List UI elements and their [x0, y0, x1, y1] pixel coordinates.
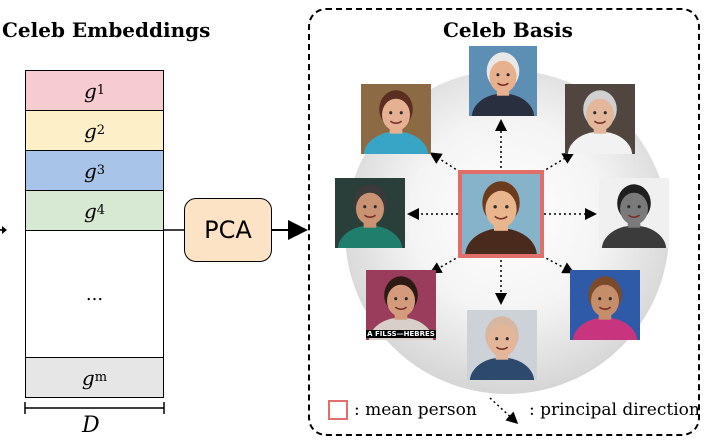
direction-arrow-down-left: [429, 255, 461, 274]
embedding-ellipsis: ...: [85, 283, 104, 305]
embedding-index: 3: [96, 163, 106, 178]
embedding-index: 1: [96, 83, 106, 98]
portrait-face: [356, 192, 384, 225]
portrait-shoulders: [465, 228, 537, 254]
face-right: [599, 178, 669, 248]
portrait-eye: [505, 337, 509, 341]
embedding-symbol: g: [83, 198, 97, 223]
portrait-mouth: [394, 306, 408, 310]
celeb-basis-panel: [308, 8, 700, 436]
embedding-index: 2: [96, 123, 106, 138]
face-mean-person: [458, 170, 544, 258]
portrait-eye: [394, 297, 398, 301]
portrait-mouth: [363, 214, 377, 218]
portrait-face: [382, 98, 410, 131]
portrait-eye: [608, 297, 612, 301]
legend-direction-arrow: [489, 397, 519, 425]
direction-arrow-up-left: [429, 152, 461, 173]
incoming-arrow-head: [2, 226, 7, 234]
portrait-face: [387, 284, 415, 317]
portrait-eye: [493, 205, 497, 209]
embedding-symbol: g: [83, 158, 97, 183]
portrait-eye: [399, 111, 403, 115]
embedding-index: m: [94, 370, 108, 385]
direction-arrow-down-right: [541, 255, 575, 274]
portrait-shoulders: [572, 317, 638, 340]
portrait-face: [591, 284, 619, 317]
embedding-symbol: g: [83, 118, 97, 143]
face-top-left: [361, 84, 431, 154]
celeb-basis-title: Celeb Basis: [443, 18, 573, 42]
principal-direction-legend-label: : principal direction: [529, 400, 700, 420]
portrait-eye: [404, 297, 408, 301]
portrait-eye: [505, 205, 509, 209]
portrait-mouth: [627, 214, 641, 218]
portrait-mouth: [598, 306, 612, 310]
portrait-face: [586, 98, 614, 131]
portrait-eye: [598, 297, 602, 301]
celeb-embeddings-title: Celeb Embeddings: [2, 18, 211, 42]
embedding-index: 4: [96, 203, 106, 218]
mean-person-legend-label: : mean person: [354, 400, 477, 420]
portrait-eye: [373, 205, 377, 209]
poster-caption: A FILSS—HEBRES: [366, 330, 436, 338]
portrait-mouth: [494, 215, 508, 220]
embedding-symbol: g: [83, 78, 97, 103]
embedding-symbol: g: [81, 365, 95, 390]
portrait-mouth: [497, 82, 509, 86]
face-left: [335, 178, 405, 248]
portrait-face: [489, 60, 517, 93]
portrait-mouth: [495, 346, 509, 350]
portrait-shoulders: [337, 225, 403, 248]
portrait-eye: [603, 111, 607, 115]
portrait-eye: [506, 73, 510, 77]
portrait-shoulders: [469, 357, 535, 380]
portrait-shoulders: [601, 225, 667, 248]
dimension-label: D: [82, 413, 100, 438]
face-top-right: [565, 84, 635, 154]
portrait-shoulders: [471, 93, 535, 116]
portrait-eye: [495, 337, 499, 341]
portrait-face: [485, 190, 517, 228]
face-bottom-left: A FILSS—HEBRES: [366, 270, 436, 340]
portrait-mouth: [593, 120, 607, 124]
face-bottom: [467, 310, 537, 380]
portrait-shoulders: [567, 131, 633, 154]
portrait-mouth: [389, 120, 403, 124]
face-top: [469, 46, 537, 116]
pca-label: PCA: [204, 216, 252, 244]
portrait-shoulders: [363, 131, 429, 154]
portrait-eye: [593, 111, 597, 115]
direction-arrow-up-right: [541, 152, 575, 173]
portrait-eye: [637, 205, 641, 209]
portrait-eye: [389, 111, 393, 115]
portrait-eye: [627, 205, 631, 209]
pca-box: PCA: [184, 198, 272, 262]
portrait-face: [488, 324, 516, 357]
face-bottom-right: [570, 270, 640, 340]
portrait-face: [620, 192, 648, 225]
mean-person-legend-square: [328, 400, 348, 420]
portrait-eye: [496, 73, 500, 77]
portrait-eye: [363, 205, 367, 209]
